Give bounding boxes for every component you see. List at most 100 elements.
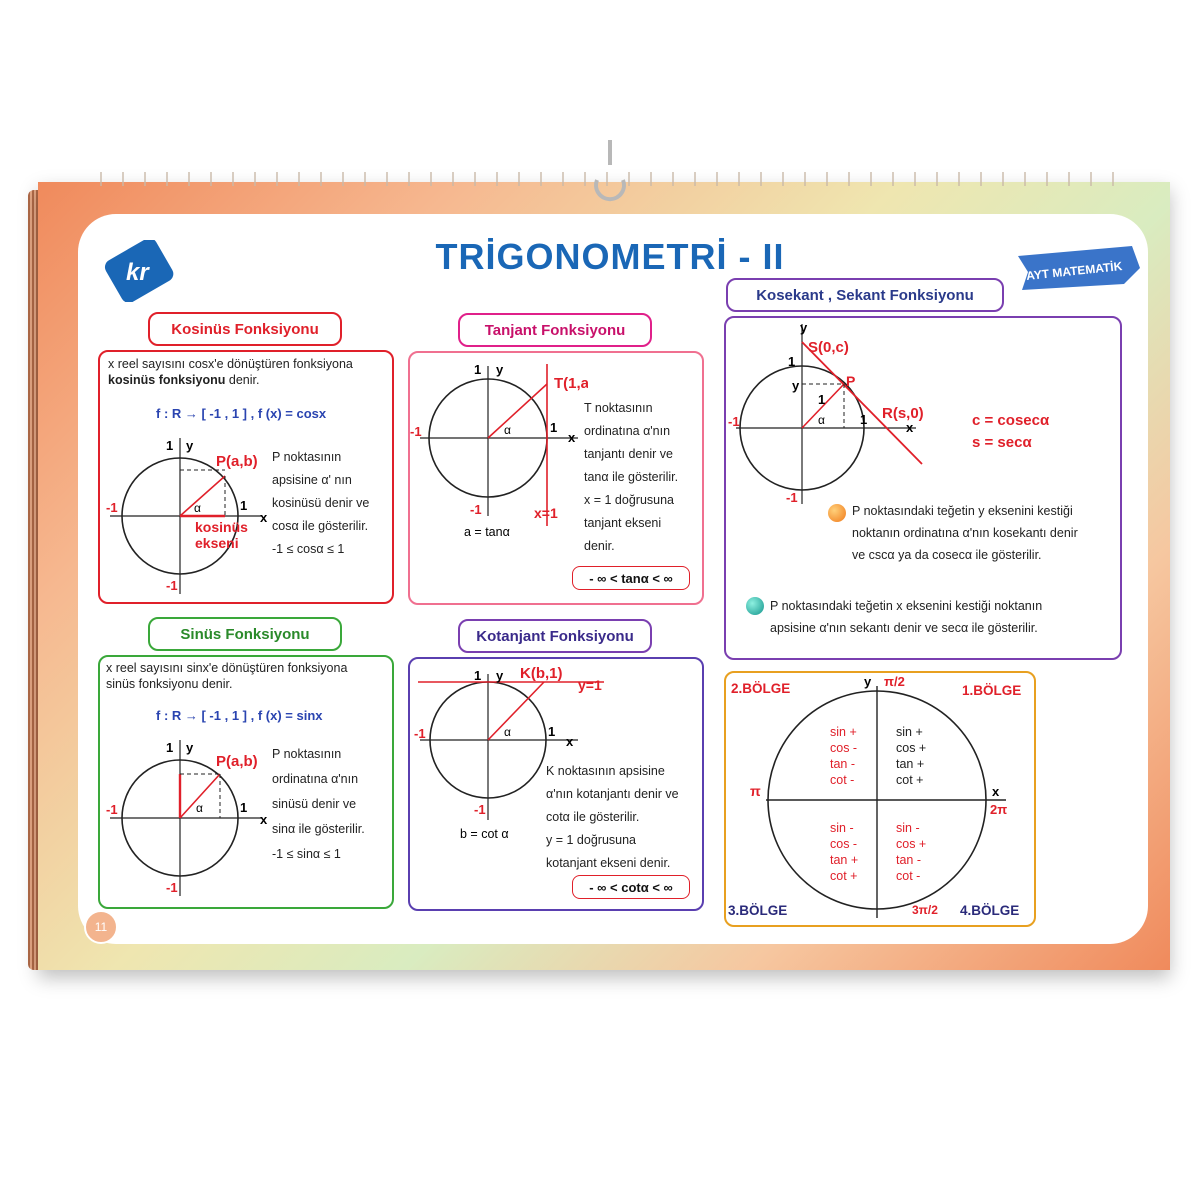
csc-label-yp: y — [792, 378, 800, 393]
sine-formula: f : R → [ -1 , 1 ] , f (x) = sinx — [156, 708, 323, 723]
tangent-desc-line: x = 1 doğrusuna — [584, 493, 674, 507]
cosecant-note2-line: P noktasındaki teğetin x eksenini kestiğ… — [770, 599, 1043, 613]
cosine-formula: f : R → [ -1 , 1 ] , f (x) = cosx — [156, 406, 327, 421]
q4-sign: cos + — [896, 837, 926, 851]
cotangent-range: - ∞ < cotα < ∞ — [572, 875, 690, 899]
q2-sign: cot - — [830, 773, 854, 787]
cos-axis-label2: ekseni — [195, 535, 239, 551]
tan-point-t: T(1,a) — [554, 375, 588, 392]
csc-point-r: R(s,0) — [882, 405, 924, 422]
quad-label-x: x — [992, 784, 1000, 799]
cotangent-card — [408, 657, 704, 911]
q3-sign: tan + — [830, 853, 858, 867]
cosine-desc-line: apsisine α' nın — [272, 473, 352, 487]
q3-sign: cos - — [830, 837, 857, 851]
tangent-unit-circle: 1 y x 1 -1 -1 α T(1,a) x=1 a = tanα — [410, 362, 588, 539]
sin-label-m1x: -1 — [106, 802, 118, 817]
q2-sign: cos - — [830, 741, 857, 755]
csc-label-1x: 1 — [860, 412, 867, 427]
q1-sign: tan + — [896, 757, 924, 771]
cos-axis-label1: kosinüs — [195, 519, 248, 535]
cosine-def-tail: denir. — [225, 373, 260, 387]
sine-description: P noktasının ordinatına α'nın sinüsü den… — [272, 742, 365, 867]
cosine-def-line1: x reel sayısını cosx'e dönüştüren fonksi… — [108, 357, 353, 371]
sine-def-line1: x reel sayısını sinx'e dönüştüren fonksi… — [106, 661, 348, 675]
q3-sign: sin - — [830, 821, 854, 835]
cot-line-label: y=1 — [578, 677, 602, 693]
cosecant-note1-line: ve cscα ya da cosecα ile gösterilir. — [852, 548, 1042, 562]
hanger-hook-icon — [594, 140, 626, 202]
cot-label-y: y — [496, 668, 504, 683]
quadrant-1-label: 1.BÖLGE — [962, 683, 1022, 698]
cos-label-y: y — [186, 438, 194, 453]
q4-sign: sin - — [896, 821, 920, 835]
cotangent-desc-line: cotα ile gösterilir. — [546, 810, 640, 824]
cosecant-note1-line: P noktasındaki teğetin y eksenini kestiğ… — [852, 504, 1073, 518]
tangent-desc-line: T noktasının — [584, 401, 653, 415]
tangent-range: - ∞ < tanα < ∞ — [572, 566, 690, 590]
sin-label-1y: 1 — [166, 740, 173, 755]
cotangent-description: K noktasının apsisine α'nın kotanjantı d… — [546, 760, 679, 875]
csc-label-y: y — [800, 320, 808, 335]
cot-alpha: α — [504, 725, 511, 739]
cosecant-note1: P noktasındaki teğetin y eksenini kestiğ… — [852, 500, 1078, 566]
csc-point-s: S(0,c) — [808, 339, 849, 356]
tan-alpha: α — [504, 423, 511, 437]
cosecant-eq1: c = cosecα — [972, 412, 1050, 429]
cosecant-note1-line: noktanın ordinatına α'nın kosekantı deni… — [852, 526, 1078, 540]
sine-desc-line: sinα ile gösterilir. — [272, 822, 365, 836]
quad-pi-half: π/2 — [884, 674, 905, 689]
page-title: TRİGONOMETRİ - II — [435, 236, 785, 277]
tangent-desc-line: tanα ile gösterilir. — [584, 470, 679, 484]
cot-equation: b = cot α — [460, 827, 509, 841]
q1-sign: cos + — [896, 741, 926, 755]
q4-sign: tan - — [896, 853, 921, 867]
cot-label-m1x: -1 — [414, 726, 426, 741]
cotangent-desc-line: kotanjant ekseni denir. — [546, 856, 671, 870]
quad-pi: π — [750, 783, 761, 799]
sin-alpha: α — [196, 801, 203, 815]
cosecant-unit-circle: y 1 y x 1 -1 -1 1 α S(0,c) P R(s,0) — [728, 320, 924, 505]
csc-alpha: α — [818, 413, 825, 427]
sin-label-x: x — [260, 812, 268, 827]
cos-label-m1y: -1 — [166, 578, 178, 593]
binding-rings — [90, 172, 1120, 186]
sine-def-line2: sinüs fonksiyonu denir. — [106, 677, 233, 691]
sin-label-m1y: -1 — [166, 880, 178, 895]
q2-sign: tan - — [830, 757, 855, 771]
q4-sign: cot - — [896, 869, 920, 883]
cos-label-x: x — [260, 510, 268, 525]
cot-point-k: K(b,1) — [520, 665, 563, 682]
cotangent-desc-line: y = 1 doğrusuna — [546, 833, 636, 847]
sin-label-1x: 1 — [240, 800, 247, 815]
tan-label-y: y — [496, 362, 504, 377]
cotangent-desc-line: α'nın kotanjantı denir ve — [546, 787, 679, 801]
sine-desc-line: sinüsü denir ve — [272, 797, 357, 811]
quadrant-2-label: 2.BÖLGE — [731, 681, 791, 696]
q2-sign: sin + — [830, 725, 857, 739]
sine-definition: x reel sayısını sinx'e dönüştüren fonksi… — [106, 660, 347, 692]
cosine-definition: x reel sayısını cosx'e dönüştüren fonksi… — [108, 356, 353, 388]
cos-label-1y: 1 — [166, 438, 173, 453]
subject-ribbon-icon — [1018, 246, 1140, 290]
tangent-desc-line: ordinatına α'nın — [584, 424, 671, 438]
cosecant-equations: c = cosecα s = secα — [972, 410, 1049, 454]
cot-label-x: x — [566, 734, 574, 749]
quad-label-y: y — [864, 674, 872, 689]
cosine-def-bold: kosinüs fonksiyonu — [108, 373, 226, 387]
tan-line-label: x=1 — [534, 505, 558, 521]
cosecant-note2: P noktasındaki teğetin x eksenini kestiğ… — [770, 595, 1042, 639]
cosecant-eq2: s = secα — [972, 434, 1032, 451]
cosine-card — [98, 350, 394, 604]
cot-label-1x: 1 — [548, 724, 555, 739]
tangent-card — [408, 351, 704, 605]
cosine-unit-circle: 1 y x 1 -1 -1 α P(a,b) kosinüs ekseni — [106, 438, 268, 594]
page-number: 11 — [84, 910, 118, 944]
cos-alpha: α — [194, 501, 201, 515]
sine-desc-line: P noktasının — [272, 747, 342, 761]
sine-desc-line: -1 ≤ sinα ≤ 1 — [272, 847, 341, 861]
quadrant-circle: y x π/2 π 2π 3π/2 sin + cos - tan - cot … — [750, 674, 1007, 918]
cosine-header: Kosinüs Fonksiyonu — [148, 312, 342, 346]
sine-header: Sinüs Fonksiyonu — [148, 617, 342, 651]
tangent-description: T noktasının ordinatına α'nın tanjantı d… — [584, 397, 678, 558]
